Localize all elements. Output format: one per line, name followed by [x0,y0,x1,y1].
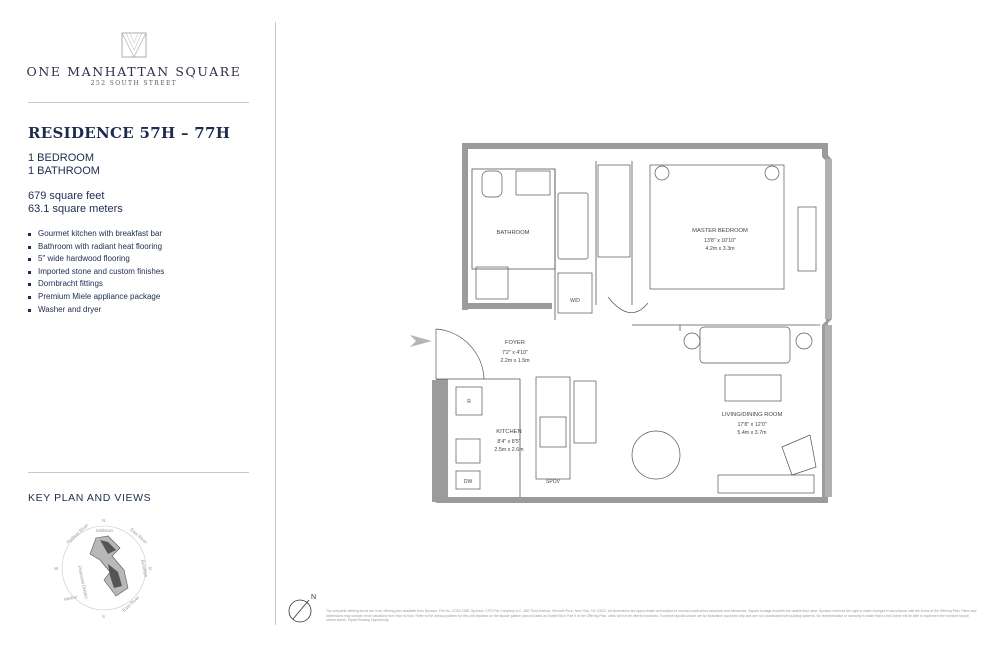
bathroom-count: 1 BATHROOM [28,165,100,177]
side-table-icon [683,332,701,350]
foyer-dim-m: 2.2m x 1.5m [500,358,530,364]
coffee-table [724,374,782,402]
brand-name: ONE MANHATTAN SQUARE [26,64,242,79]
feature-item: Washer and dryer [28,304,164,317]
bedroom-count: 1 BEDROOM [28,152,95,164]
feature-item: Imported stone and custom finishes [28,266,164,279]
toilet-icon [481,170,503,198]
key-plan-diagram: N E S W Hudson River Midtown East River … [54,518,152,619]
foyer-label: FOYER [505,340,525,346]
sink-icon [515,170,551,196]
feature-item: Bathroom with radiant heat flooring [28,241,164,254]
divider [28,102,249,103]
bedroom-door-swing [607,296,649,313]
brand-logo-icon [121,32,147,58]
media-console [717,474,815,494]
washer-dryer-label: W/D [570,298,580,304]
master-bedroom-label: MASTER BEDROOM [692,228,748,234]
bath-cabinet [475,266,509,300]
view-hudson-river: Hudson River [65,522,89,545]
entry-arrow-icon [410,335,432,347]
refrigerator-label: R [467,399,471,405]
square-feet: 679 square feet [28,190,105,202]
nightstand-lamp-icon [764,165,780,181]
floor-plan: BATHROOM MASTER BEDROOM 13'8" x 10'10" 4… [410,143,832,503]
refrigerator-box [455,386,483,416]
master-bedroom-dim-ft: 13'8" x 10'10" [704,238,736,244]
kitchen-sink-icon [455,438,481,464]
oven-label: SPOV [546,479,561,485]
cooktop-icon [539,416,567,448]
compass-w: W [54,566,59,571]
dishwasher-label: DW [464,479,473,485]
view-financial-district: Financial District [77,565,89,600]
breakfast-bar [573,380,597,444]
living-room-label: LIVING/DINING ROOM [722,412,783,418]
closet-shelves [597,164,631,258]
compass-n: N [102,518,105,523]
feature-item: Premium Miele appliance package [28,291,164,304]
divider [28,472,249,473]
nightstand-lamp-icon [654,165,670,181]
exterior-walls [432,143,832,503]
panel-divider [275,22,276,625]
brand-address: 252 SOUTH STREET [90,80,178,87]
bathroom-label: BATHROOM [496,230,529,236]
sofa [699,326,791,364]
kitchen-dim-m: 2.5m x 2.6m [494,447,524,453]
bathtub-icon [557,192,589,260]
compass-ring [61,525,147,611]
compass-s: S [102,614,105,619]
view-east-river-top: East River [129,527,148,545]
building-footprint [89,535,129,597]
key-plan-title: KEY PLAN AND VIEWS [28,492,152,504]
lounge-chair [781,434,817,476]
living-room-dim-m: 5.4m x 3.7m [737,430,767,436]
fixtures [435,164,817,494]
interior-walls [436,161,820,497]
dishwasher-box [455,470,481,490]
foyer-dim-ft: 7'2" x 4'10" [502,350,528,356]
bed [649,164,785,290]
kitchen-counter [535,376,571,480]
view-harbor: Harbor [63,594,78,602]
feature-item: 5" wide hardwood flooring [28,253,164,266]
master-bedroom-dim-m: 4.2m x 3.3m [705,246,735,252]
feature-list: Gourmet kitchen with breakfast bar Bathr… [28,228,164,316]
washer-dryer-box [557,272,593,314]
kitchen-label: KITCHEN [496,429,521,435]
north-arrow-icon: N [288,594,316,623]
legal-disclaimer: The complete offering terms are in an of… [326,609,977,623]
feature-item: Dornbracht fittings [28,278,164,291]
kitchen-dim-ft: 8'4" x 8'5" [497,439,520,445]
feature-item: Gourmet kitchen with breakfast bar [28,228,164,241]
square-meters: 63.1 square meters [28,203,123,215]
view-brooklyn: Brooklyn [140,559,149,578]
dresser [797,206,817,272]
dining-table [631,430,681,480]
view-east-river-bottom: East River [121,595,140,613]
north-label: N [311,594,316,601]
compass-e: E [149,566,152,571]
view-midtown: Midtown [96,528,114,533]
residence-title: RESIDENCE 57H – 77H [28,124,231,142]
side-table-icon [795,332,813,350]
living-room-dim-ft: 17'8" x 12'0" [737,422,766,428]
entry-door-swing [435,328,485,380]
info-panel: ONE MANHATTAN SQUARE 252 SOUTH STREET RE… [0,0,276,647]
